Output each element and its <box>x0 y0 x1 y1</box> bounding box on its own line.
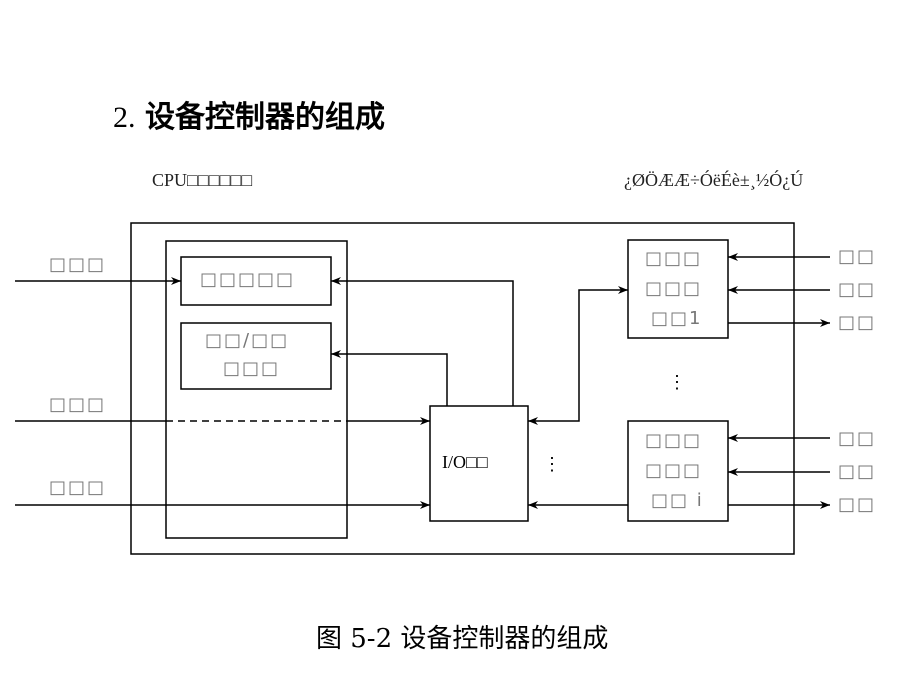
interface-1-signal-label-2: □□ <box>838 279 876 300</box>
page-title: 2. 设备控制器的组成 <box>113 92 385 136</box>
figure-caption: 图 5-2 设备控制器的组成 <box>316 624 609 654</box>
control-line-label: □□□ <box>49 477 106 498</box>
status-register-label-line2: □□□ <box>223 358 280 379</box>
title-text: 设备控制器的组成 <box>145 100 386 135</box>
interface-i-label-line1: □□□ <box>645 430 702 451</box>
io-ellipsis: ⋮ <box>543 454 561 474</box>
interface-i-signal-label-2: □□ <box>838 461 876 482</box>
interface-i-signal-label-1: □□ <box>838 428 876 449</box>
interface-ellipsis: ⋮ <box>668 372 686 392</box>
status-register-label-line1: □□/□□ <box>205 330 289 351</box>
interface-1-label-line2: □□□ <box>645 278 702 299</box>
interface-i-label-line2: □□□ <box>645 460 702 481</box>
interface-1-signal-label-3: □□ <box>838 312 876 333</box>
interface-1-label-line1: □□□ <box>645 248 702 269</box>
io-to-interface-1-arrow <box>528 286 628 425</box>
data-register-label: □□□□□ <box>200 269 295 290</box>
interface-1-label-line3: □□1 <box>651 308 702 329</box>
cpu-side-label: CPU□□□□□□ <box>152 170 253 190</box>
cpu-interface-box <box>165 240 348 539</box>
controller-outer-box <box>130 222 795 555</box>
title-number: 2. <box>113 101 136 134</box>
interface-i-signal-label-3: □□ <box>838 494 876 515</box>
interface-i-label-line3: □□ i <box>651 490 704 511</box>
data-line-label: □□□ <box>49 254 106 275</box>
io-logic-box <box>429 405 529 522</box>
io-to-status-register-arrow <box>331 350 448 406</box>
interface-1-signal-label-1: □□ <box>838 246 876 267</box>
device-side-label: ¿ØÖÆÆ÷ÓëÉè±¸½Ó¿Ú <box>624 170 804 190</box>
address-line-label: □□□ <box>49 394 106 415</box>
io-logic-label: I/O□□ <box>442 452 488 472</box>
io-to-data-register-arrow <box>331 277 514 406</box>
